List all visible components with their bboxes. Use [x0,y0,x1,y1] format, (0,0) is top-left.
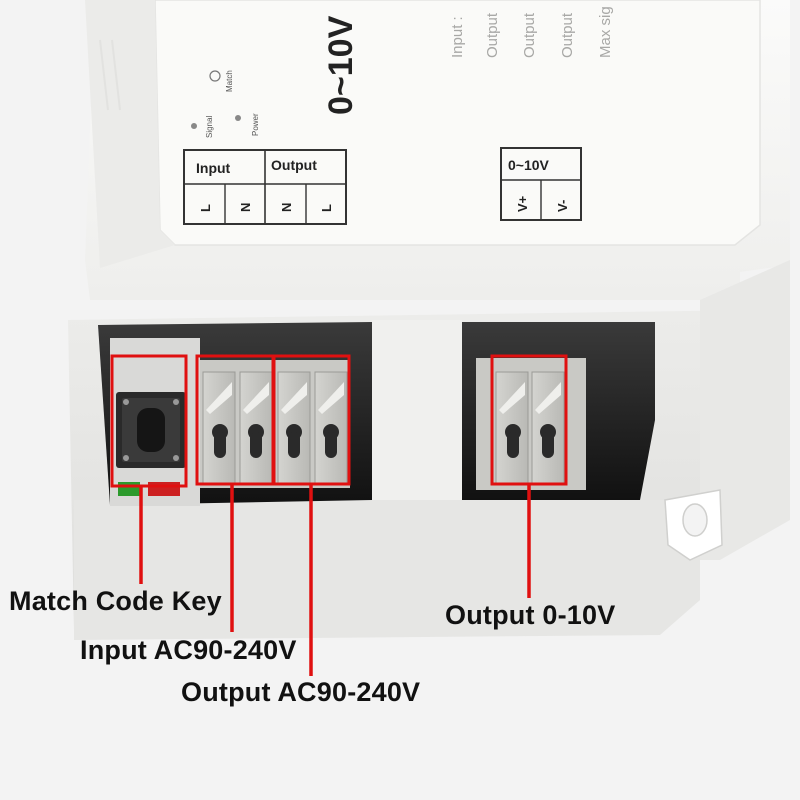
legend-pin-label: L [198,204,213,212]
ac-terminal-legend: Input Output L N N L [183,149,347,225]
match-key-highlight [110,354,188,488]
legend-pin-label: N [238,203,253,212]
output-ac-label: Output AC90-240V [181,677,421,707]
led-indicators: Match Signal Power [191,70,260,138]
dc-terminal-bay [462,322,655,500]
signal-led-label: Signal [205,116,214,138]
callout-boxes [110,354,568,488]
spec-line: Input : [449,16,466,58]
spec-line: Output [559,12,576,58]
power-led-label: Power [251,113,260,136]
device-housing [68,0,790,640]
callout-leaders [139,484,531,676]
spec-line: Output [521,12,538,58]
input-ac-label: Input AC90-240V [80,635,297,665]
spec-line: Max sig [597,6,614,58]
dc-terminal-legend: 0~10V V+ V- [500,147,582,221]
legend-pin-label: N [279,203,294,212]
output-0-10v-label: Output 0-10V [445,600,616,630]
spec-line: Output [484,12,501,58]
legend-dc-title: 0~10V [508,157,550,173]
signal-led-icon [191,123,197,129]
match-code-key-icon [137,408,165,452]
legend-input-label: Input [196,160,231,176]
match-led-label: Match [225,70,234,92]
match-code-key-label: Match Code Key [9,586,222,616]
match-led-icon [209,70,221,82]
power-led-icon [235,115,241,121]
model-text: 0~10V [322,15,360,115]
legend-pin-label: V- [555,200,570,212]
legend-pin-label: V+ [515,195,530,212]
legend-pin-label: L [319,204,334,212]
spec-lines: Input : Output Output Output Max sig [449,6,614,58]
legend-output-label: Output [271,157,317,173]
